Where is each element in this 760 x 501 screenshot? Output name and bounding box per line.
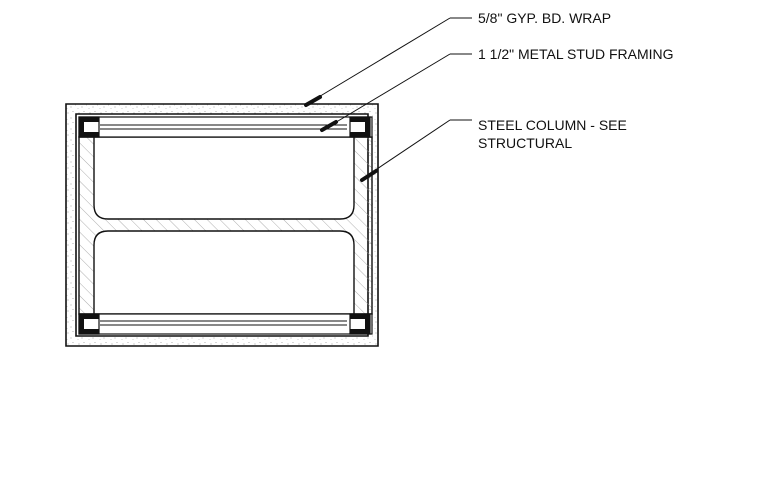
- leader-gyp-wrap: [304, 17, 472, 107]
- corner-stud-bottom-left: [78, 313, 100, 335]
- corner-stud-top-right: [349, 116, 371, 138]
- leader-stud-framing: [320, 53, 472, 132]
- leader-steel-column: [360, 119, 472, 182]
- note-steel-column-line1: STEEL COLUMN - SEE: [478, 117, 627, 133]
- note-steel-column-line2: STRUCTURAL: [478, 135, 572, 151]
- metal-stud-track-top: [78, 116, 373, 138]
- gypsum-board-wrap: [65, 103, 379, 347]
- note-stud-framing: 1 1/2" METAL STUD FRAMING: [478, 46, 674, 62]
- metal-stud-track-bottom: [78, 313, 373, 335]
- steel-column-section: [78, 136, 373, 315]
- corner-stud-bottom-right: [349, 313, 371, 335]
- note-gyp-wrap: 5/8" GYP. BD. WRAP: [478, 10, 611, 26]
- corner-stud-top-left: [78, 116, 100, 138]
